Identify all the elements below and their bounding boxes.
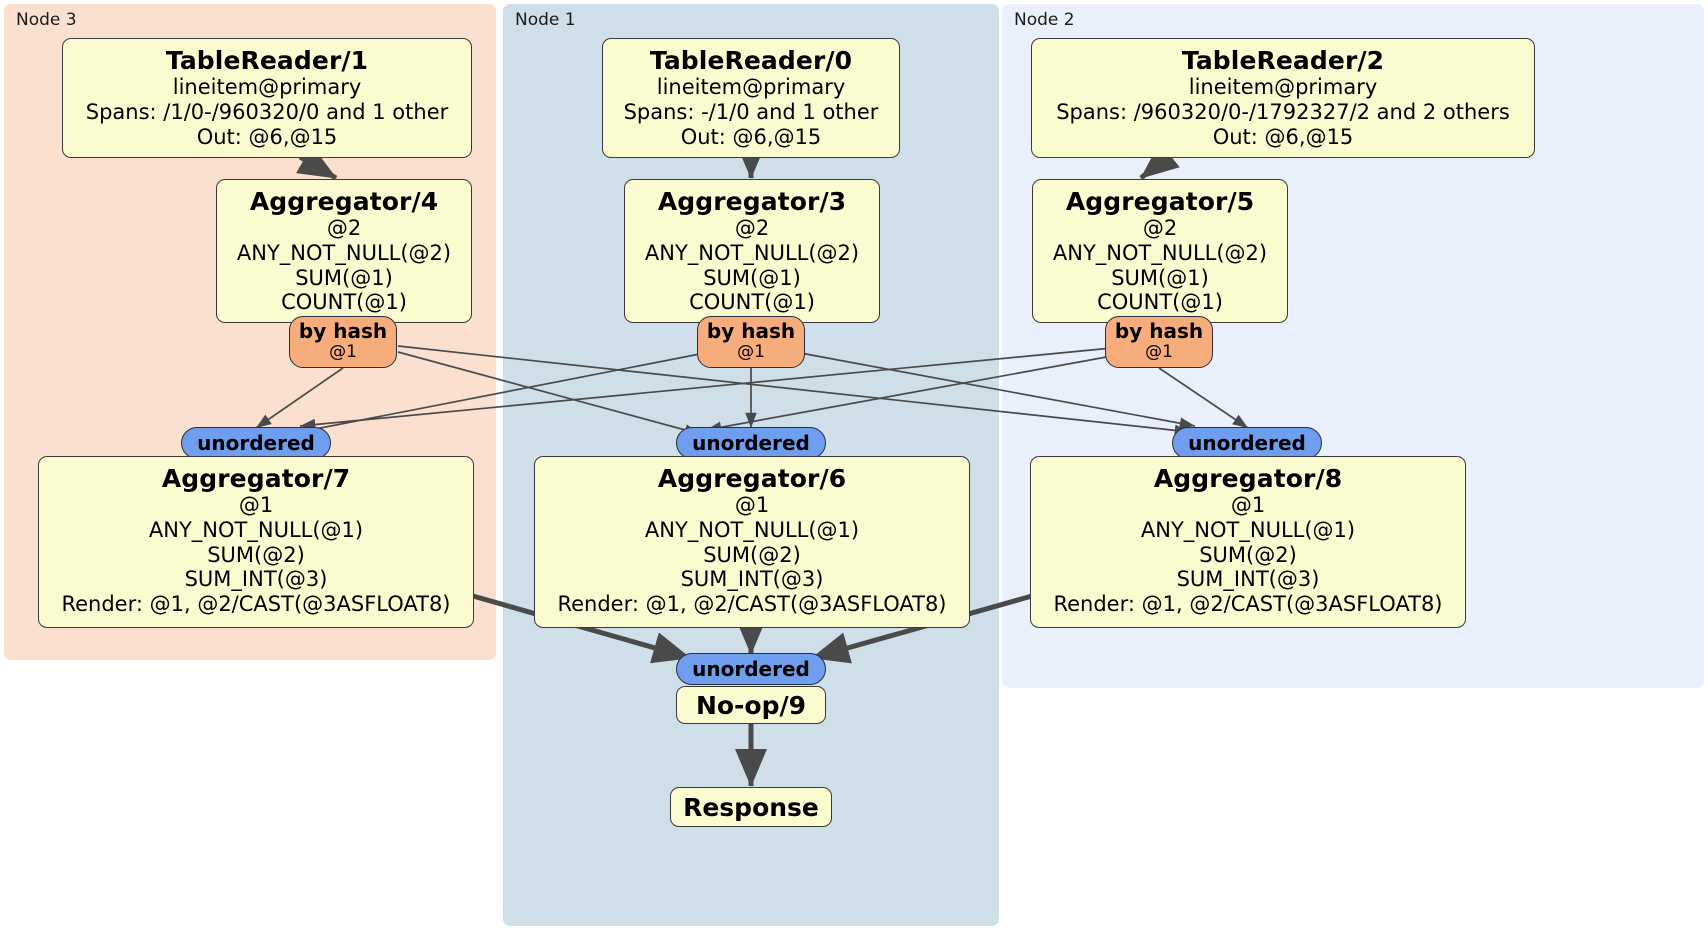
box-title: TableReader/2 xyxy=(1181,46,1385,75)
box-line: Spans: -/1/0 and 1 other xyxy=(623,99,879,124)
sync-pill-unordered-left[interactable]: unordered xyxy=(181,427,331,459)
box-title: TableReader/0 xyxy=(649,46,853,75)
box-tablereader-2[interactable]: TableReader/2 lineitem@primary Spans: /9… xyxy=(1031,38,1535,158)
box-title: Aggregator/4 xyxy=(249,187,439,216)
router-pill-by-hash-right[interactable]: by hash @1 xyxy=(1105,316,1213,368)
box-line: ANY_NOT_NULL(@1) xyxy=(148,517,364,542)
node-panel-label-node3: Node 3 xyxy=(16,10,77,30)
box-tablereader-1[interactable]: TableReader/1 lineitem@primary Spans: /1… xyxy=(62,38,472,158)
box-aggregator-3[interactable]: Aggregator/3 @2 ANY_NOT_NULL(@2) SUM(@1)… xyxy=(624,179,880,323)
box-line: lineitem@primary xyxy=(1188,75,1378,99)
box-line: Out: @6,@15 xyxy=(680,124,822,149)
box-title: TableReader/1 xyxy=(165,46,369,75)
box-title: Aggregator/7 xyxy=(161,464,351,493)
box-line: Spans: /960320/0-/1792327/2 and 2 others xyxy=(1056,99,1510,124)
box-title: Aggregator/5 xyxy=(1065,187,1255,216)
router-pill-by-hash-center[interactable]: by hash @1 xyxy=(697,316,805,368)
box-line: @1 xyxy=(734,493,770,517)
node-panel-label-node1: Node 1 xyxy=(515,10,576,30)
box-line: SUM_INT(@3) xyxy=(680,567,824,592)
box-aggregator-4[interactable]: Aggregator/4 @2 ANY_NOT_NULL(@2) SUM(@1)… xyxy=(216,179,472,323)
box-line: @2 xyxy=(734,216,770,240)
sync-pill-unordered-center[interactable]: unordered xyxy=(676,427,826,459)
box-line: SUM(@2) xyxy=(703,542,801,567)
box-title: Aggregator/6 xyxy=(657,464,847,493)
box-title: Aggregator/8 xyxy=(1153,464,1343,493)
box-line: Out: @6,@15 xyxy=(196,124,338,149)
sync-label: unordered xyxy=(1188,431,1306,455)
sync-label: unordered xyxy=(692,431,810,455)
router-label: by hash xyxy=(298,319,388,343)
box-line: @2 xyxy=(1142,216,1178,240)
box-line: SUM(@1) xyxy=(1111,265,1209,290)
box-line: Render: @1, @2/CAST(@3ASFLOAT8) xyxy=(557,592,947,617)
box-no-op-9[interactable]: No-op/9 xyxy=(676,686,826,724)
box-line: ANY_NOT_NULL(@1) xyxy=(644,517,860,542)
router-pill-by-hash-left[interactable]: by hash @1 xyxy=(289,316,397,368)
sync-label: unordered xyxy=(197,431,315,455)
router-sublabel: @1 xyxy=(737,341,765,362)
sync-pill-unordered-final[interactable]: unordered xyxy=(676,653,826,685)
router-label: by hash xyxy=(706,319,796,343)
box-line: lineitem@primary xyxy=(172,75,362,99)
box-line: COUNT(@1) xyxy=(281,290,407,315)
box-line: ANY_NOT_NULL(@1) xyxy=(1140,517,1356,542)
box-aggregator-7[interactable]: Aggregator/7 @1 ANY_NOT_NULL(@1) SUM(@2)… xyxy=(38,456,474,628)
box-line: @1 xyxy=(238,493,274,517)
box-line: @2 xyxy=(326,216,362,240)
box-line: ANY_NOT_NULL(@2) xyxy=(236,240,452,265)
box-aggregator-6[interactable]: Aggregator/6 @1 ANY_NOT_NULL(@1) SUM(@2)… xyxy=(534,456,970,628)
router-sublabel: @1 xyxy=(329,341,357,362)
sync-pill-unordered-right[interactable]: unordered xyxy=(1172,427,1322,459)
router-label: by hash xyxy=(1114,319,1204,343)
box-line: SUM_INT(@3) xyxy=(1176,567,1320,592)
box-aggregator-5[interactable]: Aggregator/5 @2 ANY_NOT_NULL(@2) SUM(@1)… xyxy=(1032,179,1288,323)
box-line: Render: @1, @2/CAST(@3ASFLOAT8) xyxy=(61,592,451,617)
box-line: ANY_NOT_NULL(@2) xyxy=(644,240,860,265)
box-line: SUM(@2) xyxy=(207,542,305,567)
box-line: @1 xyxy=(1230,493,1266,517)
box-line: SUM(@2) xyxy=(1199,542,1297,567)
sync-label: unordered xyxy=(692,657,810,681)
box-title: No-op/9 xyxy=(695,690,807,720)
box-line: Render: @1, @2/CAST(@3ASFLOAT8) xyxy=(1053,592,1443,617)
box-line: SUM_INT(@3) xyxy=(184,567,328,592)
box-line: SUM(@1) xyxy=(703,265,801,290)
box-line: lineitem@primary xyxy=(656,75,846,99)
router-sublabel: @1 xyxy=(1145,341,1173,362)
node-panel-label-node2: Node 2 xyxy=(1014,10,1075,30)
box-tablereader-0[interactable]: TableReader/0 lineitem@primary Spans: -/… xyxy=(602,38,900,158)
box-title: Response xyxy=(683,792,819,822)
box-line: COUNT(@1) xyxy=(689,290,815,315)
box-line: ANY_NOT_NULL(@2) xyxy=(1052,240,1268,265)
box-line: COUNT(@1) xyxy=(1097,290,1223,315)
box-response[interactable]: Response xyxy=(670,787,832,827)
box-line: SUM(@1) xyxy=(295,265,393,290)
box-line: Out: @6,@15 xyxy=(1212,124,1354,149)
box-aggregator-8[interactable]: Aggregator/8 @1 ANY_NOT_NULL(@1) SUM(@2)… xyxy=(1030,456,1466,628)
box-title: Aggregator/3 xyxy=(657,187,847,216)
box-line: Spans: /1/0-/960320/0 and 1 other xyxy=(85,99,449,124)
